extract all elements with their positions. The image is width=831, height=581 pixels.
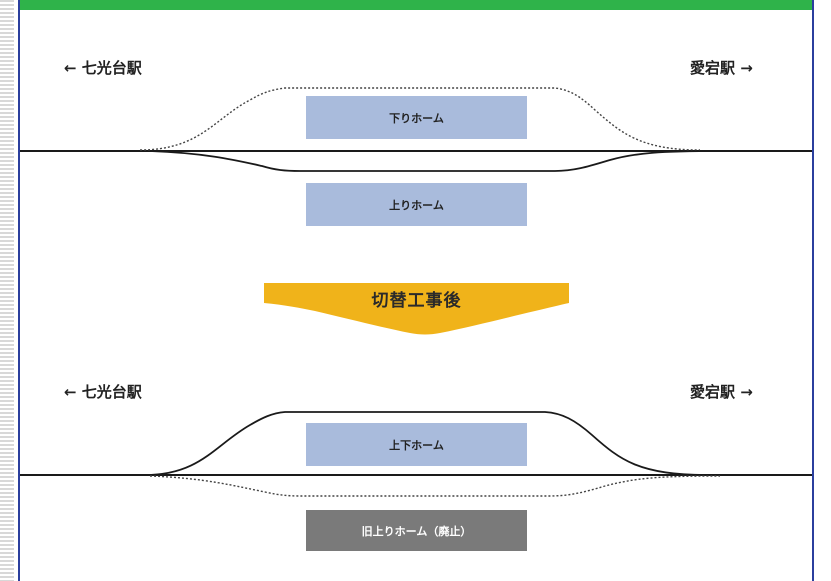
before-up-siding-track <box>149 150 721 172</box>
before-up-platform-label: 上りホーム <box>389 198 444 212</box>
after-both-platform: 上下ホーム <box>306 423 527 466</box>
after-old-siding-track <box>149 475 721 497</box>
top-color-band <box>20 0 812 10</box>
before-down-platform: 下りホーム <box>306 96 527 139</box>
page-edge-rule <box>0 0 14 581</box>
after-both-platform-label: 上下ホーム <box>389 438 444 452</box>
after-old-up-platform-label: 旧上りホーム（廃止） <box>361 524 472 538</box>
transition-arrow-shape <box>264 283 569 335</box>
before-down-platform-outline <box>139 87 701 151</box>
after-right-station-label: 愛宕駅 → <box>690 383 753 401</box>
after-left-station-label: ← 七光台駅 <box>64 383 142 401</box>
before-right-station-label: 愛宕駅 → <box>690 59 753 77</box>
transition-label: 切替工事後 <box>371 290 462 311</box>
before-left-station-label: ← 七光台駅 <box>64 59 142 77</box>
before-up-platform: 上りホーム <box>306 183 527 226</box>
after-old-up-platform: 旧上りホーム（廃止） <box>306 510 527 551</box>
after-new-track <box>144 411 706 476</box>
before-down-platform-label: 下りホーム <box>389 111 444 125</box>
